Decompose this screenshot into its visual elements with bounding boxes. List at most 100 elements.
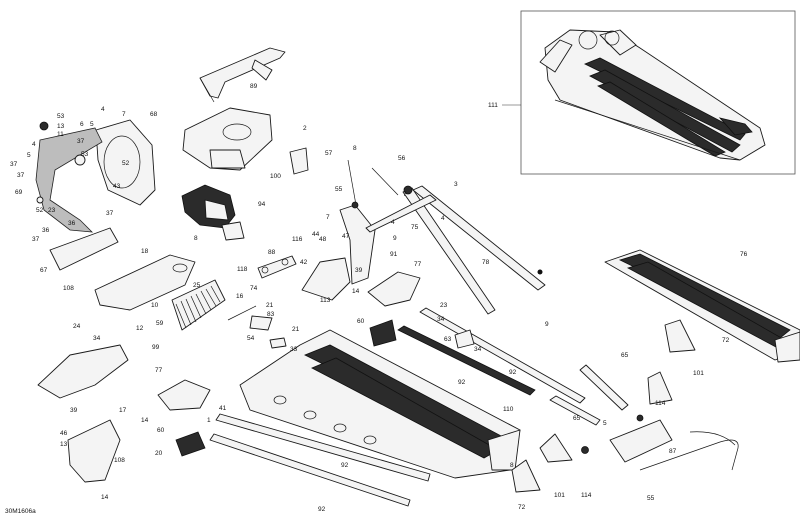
callout-92: 92 xyxy=(509,369,517,376)
callout-37: 37 xyxy=(106,210,114,217)
callout-53: 53 xyxy=(57,113,65,120)
callout-77: 77 xyxy=(155,367,163,374)
steering-post xyxy=(301,257,351,301)
callout-4: 4 xyxy=(32,141,36,148)
callout-65: 65 xyxy=(573,415,581,422)
callout-21: 21 xyxy=(266,302,274,309)
callout-9: 9 xyxy=(545,321,549,328)
callout-42: 42 xyxy=(300,259,308,266)
callout-72: 72 xyxy=(518,504,526,511)
callout-44: 44 xyxy=(312,231,320,238)
lower-bracket xyxy=(67,419,121,483)
callout-37: 37 xyxy=(77,138,85,145)
inset-view: 111 xyxy=(488,10,796,175)
callout-10: 10 xyxy=(151,302,159,309)
callout-55: 55 xyxy=(647,495,655,502)
part-63 xyxy=(454,329,475,349)
callout-34: 34 xyxy=(437,316,445,323)
callout-63: 63 xyxy=(444,336,452,343)
callout-99: 99 xyxy=(152,344,160,351)
callout-78: 78 xyxy=(482,259,490,266)
callout-83: 83 xyxy=(267,311,275,318)
callout-60: 60 xyxy=(157,427,165,434)
callout-68: 68 xyxy=(150,111,158,118)
callout-65: 65 xyxy=(621,352,629,359)
callout-101: 101 xyxy=(693,370,704,377)
callout-7: 7 xyxy=(122,111,126,118)
callout-48: 48 xyxy=(319,236,327,243)
rear-parts xyxy=(511,319,739,493)
callout-16: 16 xyxy=(236,293,244,300)
callout-39: 39 xyxy=(70,407,78,414)
callout-55: 55 xyxy=(335,186,343,193)
callout-33: 33 xyxy=(290,346,298,353)
callout-25: 25 xyxy=(193,282,201,289)
callout-4: 4 xyxy=(101,106,105,113)
callout-114: 114 xyxy=(655,400,666,407)
callout-1: 1 xyxy=(207,417,211,424)
callout-14: 14 xyxy=(141,417,149,424)
callout-100: 100 xyxy=(270,173,281,180)
callout-7: 7 xyxy=(326,214,330,221)
column-assembly xyxy=(339,159,399,285)
callout-6: 6 xyxy=(80,121,84,128)
callout-13: 13 xyxy=(57,123,65,130)
callout-3: 3 xyxy=(454,181,458,188)
callout-60: 60 xyxy=(357,318,365,325)
callout-23: 23 xyxy=(48,207,56,214)
callout-52: 52 xyxy=(36,207,44,214)
skid-plate xyxy=(37,344,129,399)
diagram-code: 30M1606a xyxy=(5,508,36,515)
callout-67: 67 xyxy=(40,267,48,274)
callout-8: 8 xyxy=(194,235,198,242)
callout-92: 92 xyxy=(318,506,326,513)
callout-36: 36 xyxy=(68,220,76,227)
callout-88: 88 xyxy=(268,249,276,256)
callout-108: 108 xyxy=(63,285,74,292)
callout-74: 74 xyxy=(250,285,258,292)
callout-108: 108 xyxy=(114,457,125,464)
callout-56: 56 xyxy=(398,155,406,162)
callout-52: 52 xyxy=(122,160,130,167)
steering-support xyxy=(199,47,286,103)
suspension-plate xyxy=(35,119,156,233)
callout-36: 36 xyxy=(42,227,50,234)
callout-39: 39 xyxy=(355,267,363,274)
callout-77: 77 xyxy=(414,261,422,268)
callout-47: 47 xyxy=(342,233,350,240)
callout-8: 8 xyxy=(510,462,514,469)
callout-87: 87 xyxy=(669,448,677,455)
callout-4: 4 xyxy=(391,219,395,226)
callout-37: 37 xyxy=(32,236,40,243)
main-tunnel xyxy=(239,329,521,479)
callout-43: 43 xyxy=(113,183,121,190)
callout-5: 5 xyxy=(27,152,31,159)
callout-75: 75 xyxy=(411,224,419,231)
callout-116: 116 xyxy=(292,236,303,243)
callout-57: 57 xyxy=(325,150,333,157)
callout-72: 72 xyxy=(722,337,730,344)
callout-92: 92 xyxy=(341,462,349,469)
callout-113: 113 xyxy=(320,297,331,304)
callout-2: 2 xyxy=(303,125,307,132)
callout-21: 21 xyxy=(292,326,300,333)
rails xyxy=(209,307,586,507)
callout-89: 89 xyxy=(250,83,258,90)
callout-11: 11 xyxy=(57,131,64,138)
callout-34: 34 xyxy=(474,346,482,353)
callout-54: 54 xyxy=(247,335,255,342)
callout-53: 53 xyxy=(81,151,89,158)
callout-59: 59 xyxy=(156,320,164,327)
part-60-lower xyxy=(175,431,206,457)
callout-23: 23 xyxy=(440,302,448,309)
callout-13: 13 xyxy=(60,441,68,448)
bracket-77-lower xyxy=(157,379,211,411)
callout-37: 37 xyxy=(17,172,25,179)
callout-20: 20 xyxy=(155,450,163,457)
callout-101: 101 xyxy=(554,492,565,499)
callout-7: 7 xyxy=(403,191,407,198)
bracket-77-upper xyxy=(367,271,421,307)
callout-5: 5 xyxy=(603,420,607,427)
